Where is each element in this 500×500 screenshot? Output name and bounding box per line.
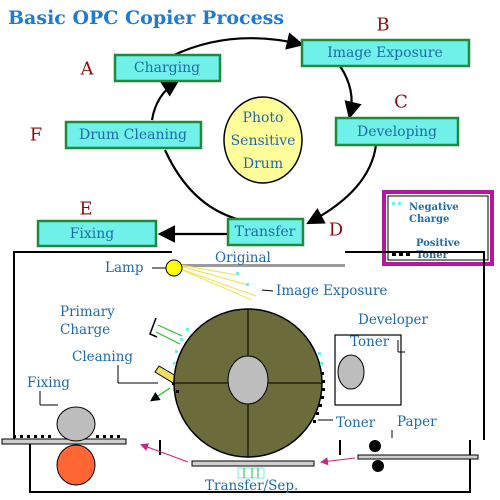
step-letter-c: C: [394, 92, 408, 113]
primary-charge-line-1: Primary: [60, 304, 115, 320]
legend-positive-line-1: Positive: [416, 238, 460, 249]
step-transfer-label: Transfer: [235, 224, 296, 240]
original-label: Original: [215, 250, 271, 266]
step-letter-b: B: [376, 15, 389, 36]
photosensitive-drum-node: Photo Sensitive Drum: [223, 96, 303, 184]
fixing-unit: Fixing: [1, 375, 127, 486]
step-fixing-label: Fixing: [70, 226, 115, 242]
drum-charge-dots: [173, 328, 189, 365]
drum-label-line-2: Sensitive: [231, 133, 296, 149]
negative-charge-swatch: [392, 202, 401, 205]
paper-feed: Paper: [320, 414, 479, 472]
step-transfer: Transfer D: [226, 217, 343, 247]
step-image-exposure: Image Exposure B: [300, 15, 471, 68]
diagram-title: Basic OPC Copier Process: [8, 7, 284, 29]
step-letter-a: A: [80, 59, 95, 80]
positive-toner-swatch: [392, 252, 410, 256]
step-developing-label: Developing: [357, 124, 437, 140]
transfer-separation-unit: Transfer/Sep.: [140, 443, 315, 494]
developer-label: Developer: [358, 312, 429, 328]
step-charging: Charging A: [80, 53, 222, 83]
primary-charge-line-2: Charge: [60, 322, 110, 338]
legend-negative-line-2: Charge: [409, 214, 449, 225]
legend-positive-line-2: Toner: [416, 250, 449, 261]
drum-label-line-3: Drum: [243, 156, 283, 172]
step-fixing: Fixing E: [36, 199, 158, 248]
image-exposure-callout: Image Exposure: [236, 272, 387, 299]
step-drum-cleaning-label: Drum Cleaning: [79, 127, 187, 143]
step-letter-f: F: [30, 125, 43, 146]
cleaning-label: Cleaning: [72, 349, 133, 365]
legend: Negative Charge Positive Toner: [382, 190, 494, 266]
paper-label: Paper: [397, 414, 437, 430]
lamp-label: Lamp: [105, 260, 143, 276]
fixing-label: Fixing: [27, 375, 70, 391]
image-exposure-label: Image Exposure: [276, 283, 387, 299]
drum-cyan-dots-right: [318, 352, 323, 365]
developer-toner-label: Toner: [350, 334, 390, 350]
lamp: Lamp: [105, 259, 257, 301]
drum-toner-dots: [172, 372, 325, 423]
step-image-exposure-label: Image Exposure: [327, 45, 443, 61]
toner-label: Toner: [336, 415, 376, 431]
legend-negative-line-1: Negative: [409, 202, 459, 213]
original-glass: Original: [172, 250, 345, 267]
main-drum: [173, 308, 323, 458]
primary-charge-unit: Primary Charge: [60, 304, 183, 345]
cleaning-blade: Cleaning: [72, 349, 184, 402]
step-charging-label: Charging: [134, 60, 200, 76]
step-drum-cleaning: Drum Cleaning F: [30, 120, 203, 150]
step-developing: Developing C: [334, 92, 460, 147]
cycle-arrows: [150, 32, 378, 243]
step-letter-d: D: [329, 220, 343, 241]
developer-unit: Developer Toner: [334, 312, 429, 406]
drum-label-line-1: Photo: [243, 110, 284, 126]
step-letter-e: E: [79, 199, 92, 220]
transfer-sep-label: Transfer/Sep.: [205, 478, 298, 494]
machine-housing: [13, 251, 485, 493]
toner-callout: Toner: [318, 415, 376, 431]
